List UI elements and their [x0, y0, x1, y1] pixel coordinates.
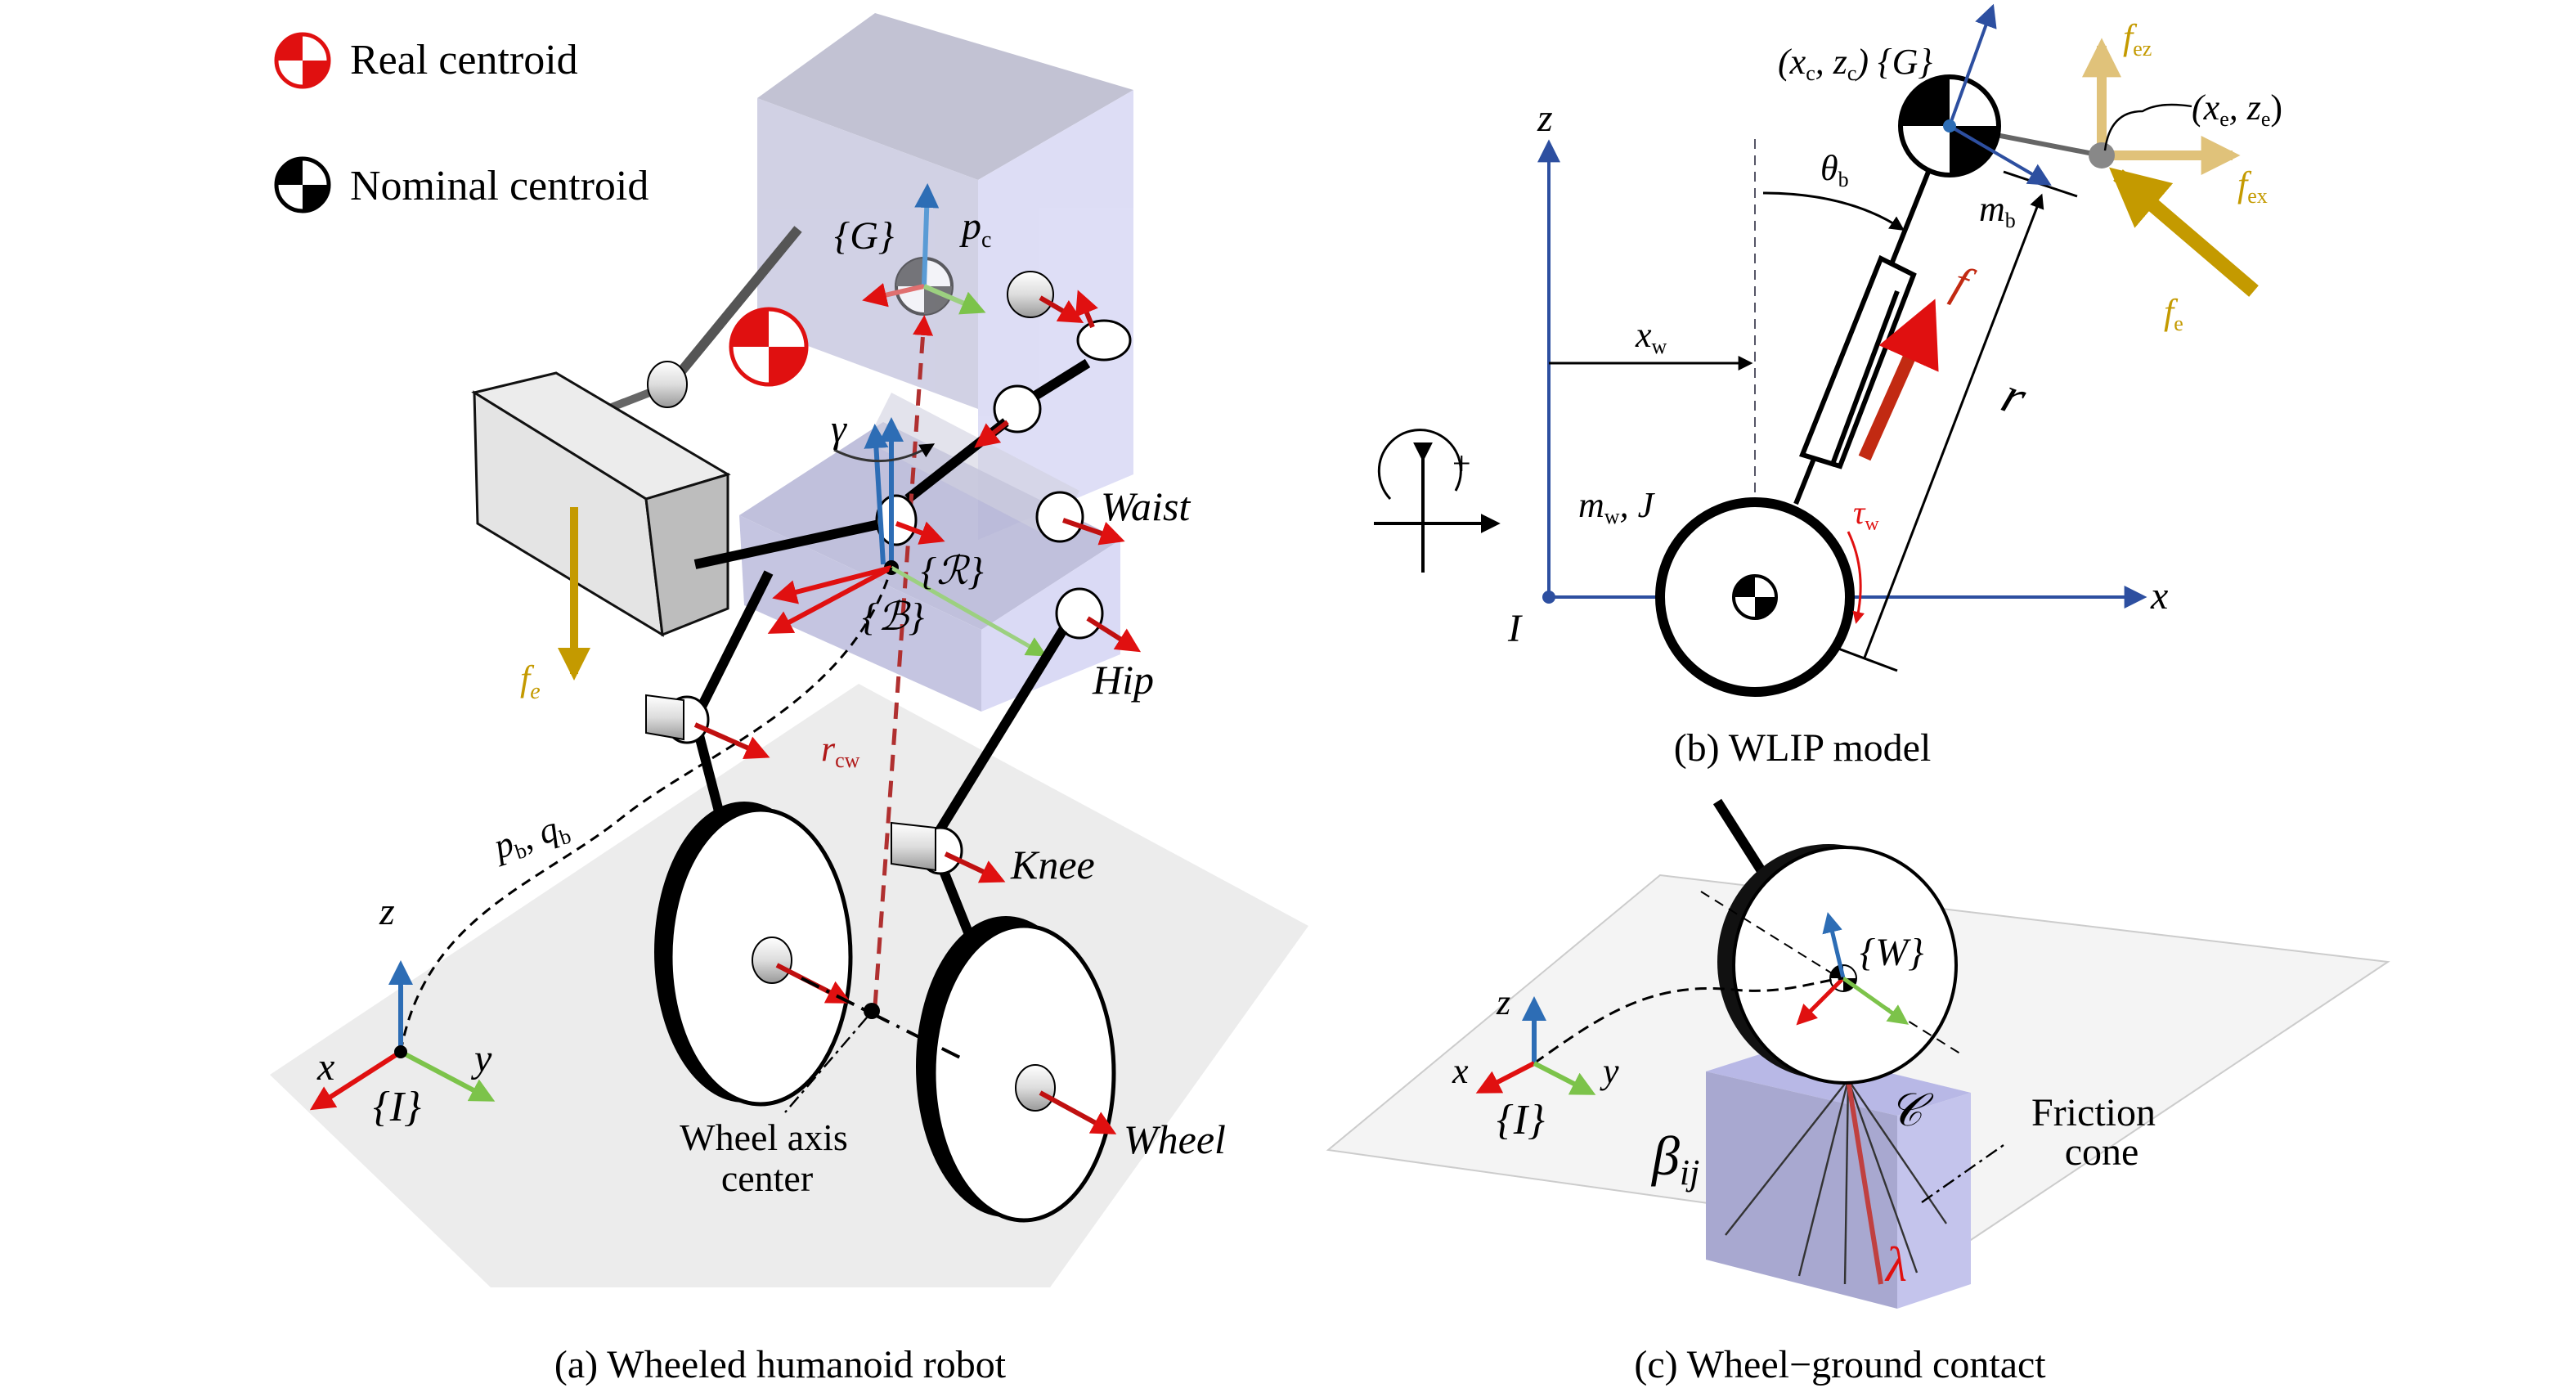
beta-label: βij: [1650, 1125, 1699, 1193]
svg-text:x: x: [316, 1045, 334, 1089]
panel-a-wheeled-humanoid: Real centroid Nominal centroid fe: [270, 13, 1308, 1386]
pc-label: pc: [959, 204, 991, 253]
legend-nominal-centroid: Nominal centroid: [274, 156, 648, 213]
pbqb-label: pb, qb: [487, 805, 574, 870]
gamma-label: γ: [831, 407, 847, 451]
real-centroid-marker: [729, 307, 809, 387]
caption-b: (b) WLIP model: [1674, 726, 1932, 770]
mb-label: mb: [1979, 189, 2016, 232]
svg-text:{I}: {I}: [373, 1084, 421, 1130]
G-frame-label: {G}: [834, 214, 894, 258]
contact-coord-label: (xe, ze): [2192, 88, 2282, 131]
f-label: f: [1946, 257, 1981, 311]
rcw-label: rcw: [821, 729, 860, 772]
B-frame-label: {ℬ}: [862, 595, 924, 639]
svg-text:y: y: [1600, 1051, 1619, 1091]
x-axis-label: x: [2150, 574, 2168, 618]
knee-label: Knee: [1010, 842, 1095, 887]
legend-nominal-label: Nominal centroid: [350, 163, 648, 209]
svg-text:z: z: [1496, 982, 1510, 1022]
legend-real-centroid: Real centroid: [274, 32, 578, 89]
wheel-left: [654, 802, 853, 1107]
contact-point: [2089, 142, 2115, 168]
hip-joint: [1055, 587, 1104, 640]
fe-label-b: fe: [2164, 292, 2183, 335]
rcw-vector: [873, 315, 934, 1007]
waist-label: Waist: [1101, 483, 1191, 529]
W-frame-label: {W}: [1860, 931, 1923, 974]
friction-cone-label-2: cone: [2065, 1130, 2139, 1174]
mw-J-label: mw, J: [1578, 485, 1656, 528]
tau-w-label: τw: [1853, 494, 1879, 535]
xw-label: xw: [1635, 315, 1667, 358]
rotation-sign-icon: +: [1374, 429, 1501, 573]
R-frame-label: {ℛ}: [921, 550, 984, 593]
lambda-label: λ: [1884, 1238, 1907, 1291]
wheel-label: Wheel: [1124, 1116, 1226, 1162]
world-frame-axes-c: z x y {I}: [1452, 982, 1619, 1143]
friction-cone-label: Friction: [2031, 1091, 2156, 1134]
waist-joint: [1035, 491, 1084, 543]
force-f-arrow: [1858, 299, 1939, 461]
centroid-coord-label: (xc, zc) {G}: [1778, 42, 1932, 85]
wheel-axis-center-label-2: center: [721, 1157, 813, 1199]
wheel-axis-center-point: [864, 1003, 880, 1019]
caption-a: (a) Wheeled humanoid robot: [554, 1343, 1007, 1386]
svg-text:z: z: [379, 890, 395, 933]
svg-text:y: y: [470, 1037, 492, 1080]
svg-text:x: x: [1452, 1051, 1469, 1091]
fe-label: fe: [520, 658, 541, 704]
fez-label: fez: [2123, 17, 2152, 61]
svg-text:{I}: {I}: [1497, 1097, 1545, 1143]
friction-cone: [1725, 1079, 1947, 1285]
theta-b-label: θb: [1820, 148, 1849, 191]
panel-c-wheel-ground-contact: {W} z x y {I} 𝒞 βij λ Friction cone (c) …: [1326, 798, 2390, 1386]
contact-cube: [1706, 1047, 1971, 1309]
wheel-right: [916, 916, 1117, 1223]
fe-arrow: [2109, 167, 2259, 297]
hip-label: Hip: [1092, 657, 1154, 703]
legend-real-label: Real centroid: [350, 37, 578, 83]
inertial-frame-label: I: [1507, 607, 1523, 650]
r-label: r: [1995, 365, 2035, 427]
arm-box: [471, 371, 731, 637]
caption-c: (c) Wheel−ground contact: [1634, 1343, 2046, 1386]
fex-label: fex: [2237, 164, 2268, 208]
shoulder-joint: [647, 361, 688, 408]
world-frame-axes: z x y {I}: [309, 890, 496, 1130]
wheel-axis-center-label: Wheel axis: [680, 1116, 848, 1158]
base-trajectory: [399, 567, 893, 1053]
svg-text:+: +: [1452, 445, 1471, 482]
z-axis-label: z: [1537, 97, 1553, 140]
panel-b-wlip-model: z x I xw + f r mb θb τw mw, J: [1374, 3, 2282, 770]
